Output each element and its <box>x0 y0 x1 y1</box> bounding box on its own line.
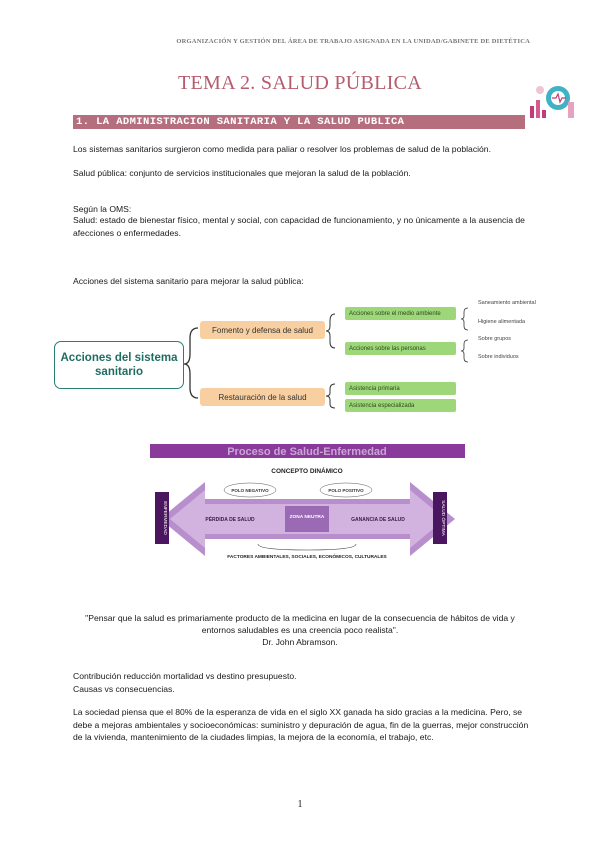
running-header: ORGANIZACIÓN Y GESTIÓN DEL ÁREA DE TRABA… <box>176 38 530 45</box>
asistencia-primaria-box: Asistencia primaria <box>345 382 456 395</box>
health-illustration-icon <box>530 86 574 118</box>
banner-left-label: ENFERMEDAD <box>162 501 168 535</box>
polo-negativo: POLO NEGATIVO <box>231 488 269 493</box>
polo-positivo: POLO POSITIVO <box>328 488 364 493</box>
banner-title: Proceso de Salud-Enfermedad <box>227 446 387 458</box>
higiene-label: Higiene alimentada <box>478 319 526 325</box>
health-process-banner: Proceso de Salud-Enfermedad CONCEPTO DIN… <box>150 444 465 560</box>
medio-ambiente-box: Acciones sobre el medio ambiente <box>345 307 456 320</box>
section-heading: 1. LA ADMINISTRACION SANITARIA Y LA SALU… <box>76 116 405 128</box>
perdida-label: PÉRDIDA DE SALUD <box>205 515 255 523</box>
paragraph: Salud pública: conjunto de servicios ins… <box>73 168 411 178</box>
banner-right-label: SALUD ÓPTIMA <box>440 500 447 537</box>
page-number: 1 <box>297 799 303 810</box>
diagram-main-box: Acciones del sistema sanitario <box>54 341 184 389</box>
fomento-box: Fomento y defensa de salud <box>200 321 325 339</box>
section-heading-bar: 1. LA ADMINISTRACION SANITARIA Y LA SALU… <box>73 115 525 129</box>
quote-author: Dr. John Abramson. <box>262 637 338 647</box>
banner-subtitle: CONCEPTO DINÁMICO <box>271 466 342 475</box>
paragraph: La sociedad piensa que el 80% de la espe… <box>73 707 529 742</box>
sobre-individuos-label: Sobre individuos <box>478 354 519 360</box>
quote-text: "Pensar que la salud es primariamente pr… <box>85 613 515 635</box>
asistencia-especializada-box: Asistencia especializada <box>345 399 456 412</box>
paragraph: Acciones del sistema sanitario para mejo… <box>73 276 304 286</box>
sobre-grupos-label: Sobre grupos <box>478 336 512 342</box>
paragraph: Los sistemas sanitarios surgieron como m… <box>73 144 491 154</box>
ganancia-label: GANANCIA DE SALUD <box>351 517 405 523</box>
paragraph: Según la OMS: <box>73 204 132 214</box>
diagram-braces <box>183 307 469 409</box>
zona-neutra: ZONA NEUTRA <box>290 514 325 520</box>
factores-label: FACTORES AMBIENTALES, SOCIALES, ECONÓMIC… <box>227 552 387 560</box>
paragraph: Contribución reducción mortalidad vs des… <box>73 671 297 681</box>
page-title: TEMA 2. SALUD PÚBLICA <box>177 72 423 94</box>
personas-box: Acciones sobre las personas <box>345 342 456 355</box>
paragraph: Salud: estado de bienestar físico, menta… <box>73 215 525 238</box>
paragraph: Causas vs consecuencias. <box>73 684 175 694</box>
restauracion-box: Restauración de la salud <box>200 388 325 406</box>
quote: "Pensar que la salud es primariamente pr… <box>70 612 530 648</box>
saneamiento-label: Saneamiento ambiental <box>478 300 536 306</box>
